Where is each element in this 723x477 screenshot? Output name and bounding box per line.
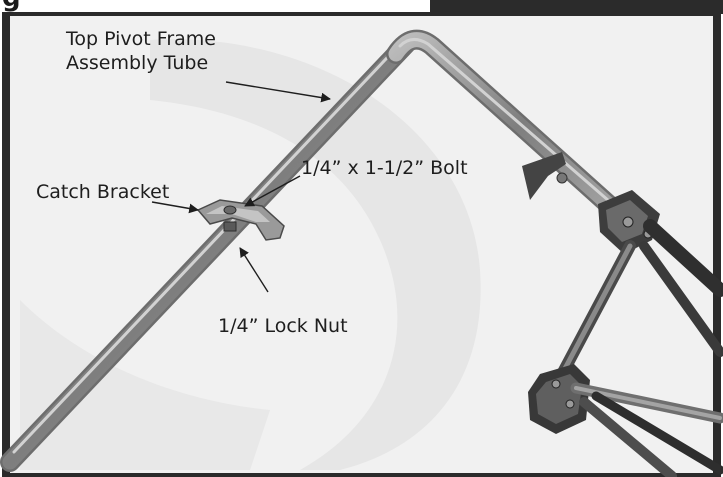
- heading-bar: [430, 0, 723, 14]
- heading-fragment: g: [2, 0, 21, 12]
- lock-nut-arrow: [239, 247, 269, 293]
- bolt-head: [556, 172, 568, 184]
- support-leg-highlight: [557, 243, 633, 381]
- pivot-bolt: [551, 379, 561, 389]
- pivot-bolt: [565, 399, 575, 409]
- lock-nut-label: 1/4” Lock Nut: [218, 315, 348, 337]
- top-pivot-arrow: [225, 81, 331, 103]
- catch-bracket-label: Catch Bracket: [36, 181, 170, 203]
- catch-bracket-highlight: [206, 206, 270, 222]
- bolt-arrow: [244, 175, 301, 207]
- top-pivot-frame-label-line1: Top Pivot Frame: [66, 28, 216, 50]
- pivot-bolt: [622, 216, 634, 228]
- bolt-label: 1/4” x 1-1/2” Bolt: [301, 157, 468, 179]
- outer-leg-tube: [643, 219, 723, 297]
- lower-leg-tube: [591, 391, 723, 475]
- lower-leg-highlight: [574, 386, 722, 420]
- top-pivot-frame-label: Top Pivot Frame Assembly Tube: [66, 27, 216, 75]
- bolt-head: [223, 205, 237, 215]
- lower-leg-tube: [579, 397, 677, 477]
- support-leg-tube: [639, 241, 723, 357]
- pivot-frame-tube: [2, 36, 414, 470]
- watermark-shape: [150, 39, 481, 470]
- lower-hinge-block-face: [536, 374, 582, 424]
- watermark-shape: [20, 300, 270, 470]
- catch-bracket-hook: [522, 152, 566, 200]
- lock-nut: [223, 221, 237, 232]
- tube-highlight: [398, 38, 626, 216]
- top-pivot-frame-label-line2: Assembly Tube: [66, 52, 209, 74]
- tube-highlight: [12, 40, 404, 454]
- catch-bracket-arrow: [151, 201, 199, 214]
